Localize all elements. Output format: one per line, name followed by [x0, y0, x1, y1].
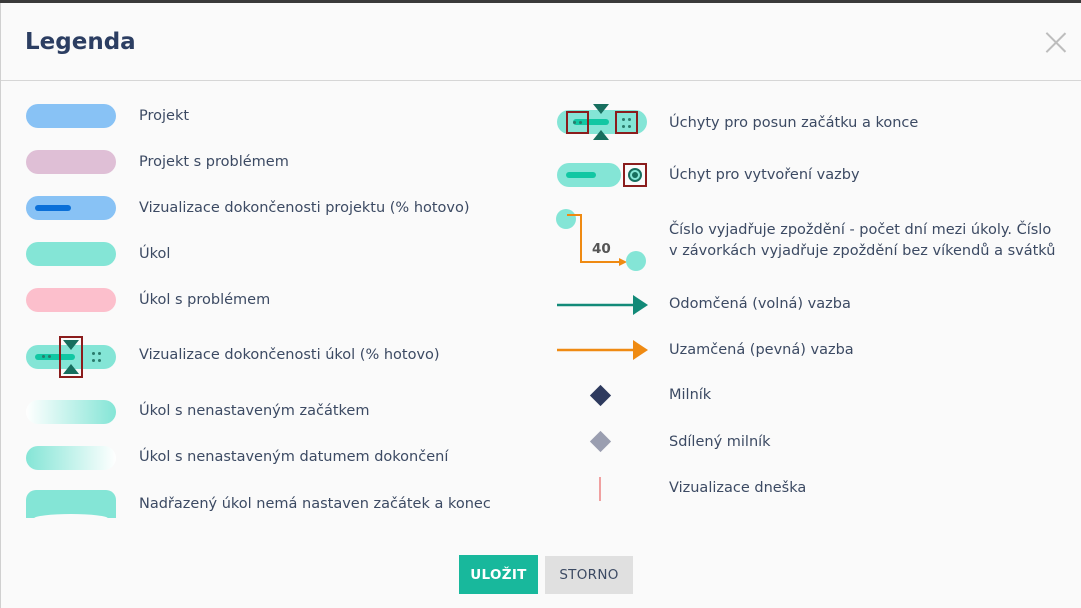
legend-label-delay: Číslo vyjadřuje zpoždění - počet dní mez…: [669, 222, 1056, 259]
legend-label-milestone: Milník: [669, 387, 712, 403]
cancel-button[interactable]: STORNO: [545, 556, 633, 594]
delay-target-circle: [626, 251, 646, 271]
legend-label-parent-task: Nadřazený úkol nemá nastaven začátek a k…: [139, 496, 491, 512]
link-handle-swatch: [557, 163, 621, 187]
legend-dialog: Legenda Projekt Projekt s problémem Vizu…: [0, 3, 1081, 608]
parent-task-swatch: [26, 490, 116, 523]
legend-label-project-problem: Projekt s problémem: [139, 154, 289, 170]
task-swatch: [26, 242, 116, 266]
parent-task-notch: [34, 514, 108, 523]
link-handle-dot: [632, 172, 638, 178]
delay-arrow-icon: [567, 214, 627, 266]
end-grip-dot: [628, 125, 631, 128]
start-grip-dot: [573, 121, 576, 124]
legend-label-today: Vizualizace dneška: [669, 480, 807, 496]
end-grip-dot: [622, 118, 625, 121]
link-handle-box: [623, 163, 647, 187]
legend-label-unlocked-link: Odomčená (volná) vazba: [669, 296, 851, 312]
task-progress-line: [35, 354, 75, 360]
legend-label-task-progress: Vizualizace dokončenosti úkol (% hotovo): [139, 347, 440, 363]
resize-handle-down-icon: [593, 104, 609, 114]
dialog-header: Legenda: [1, 3, 1081, 81]
link-handle-progress-line: [566, 172, 596, 178]
end-grip-dot: [628, 118, 631, 121]
task-progress-grip-dot: [48, 355, 51, 358]
legend-label-shared-milestone: Sdílený milník: [669, 434, 771, 450]
save-button[interactable]: ULOŽIT: [459, 555, 538, 594]
close-icon[interactable]: [1045, 31, 1067, 53]
legend-label-task-no-end: Úkol s nenastaveným datumem dokončení: [139, 449, 449, 465]
today-line-icon: [599, 477, 601, 501]
task-no-end-swatch: [26, 446, 116, 470]
link-handle-circle-icon: [628, 168, 642, 182]
task-progress-grip-dot: [42, 355, 45, 358]
end-handle-box: [615, 111, 638, 134]
resize-progress-line: [573, 119, 609, 125]
legend-label-task-problem: Úkol s problémem: [139, 292, 271, 308]
legend-label-resize-handles: Úchyty pro posun začátku a konce: [669, 115, 919, 131]
progress-handle-down-icon: [63, 340, 79, 350]
milestone-diamond-icon: [589, 384, 612, 407]
legend-label-task: Úkol: [139, 246, 171, 262]
task-progress-grip-dot: [92, 359, 95, 362]
project-progress-line: [35, 205, 71, 211]
project-progress-swatch: [26, 196, 116, 220]
end-grip-dot: [622, 125, 625, 128]
resize-handle-up-icon: [593, 130, 609, 140]
progress-handle-up-icon: [63, 364, 79, 374]
task-progress-grip-dot: [98, 359, 101, 362]
legend-label-locked-link: Uzamčená (pevná) vazba: [669, 342, 854, 358]
delay-value: 40: [592, 241, 611, 257]
shared-milestone-diamond-icon: [589, 430, 612, 453]
project-swatch: [26, 104, 116, 128]
task-progress-grip-dot: [98, 352, 101, 355]
project-problem-swatch: [26, 150, 116, 174]
start-grip-dot: [579, 121, 582, 124]
legend-label-project: Projekt: [139, 108, 190, 124]
task-no-start-swatch: [26, 400, 116, 424]
dialog-title: Legenda: [25, 29, 136, 55]
task-problem-swatch: [26, 288, 116, 312]
start-handle-box: [566, 111, 589, 134]
locked-link-arrow-icon: [557, 340, 648, 360]
unlocked-link-arrow-icon: [557, 295, 648, 315]
legend-label-project-progress: Vizualizace dokončenosti projektu (% hot…: [139, 200, 470, 216]
legend-label-link-handle: Úchyt pro vytvoření vazby: [669, 167, 860, 183]
legend-label-task-no-start: Úkol s nenastaveným začátkem: [139, 403, 370, 419]
progress-handle-box: [59, 336, 83, 378]
task-progress-grip-dot: [92, 352, 95, 355]
